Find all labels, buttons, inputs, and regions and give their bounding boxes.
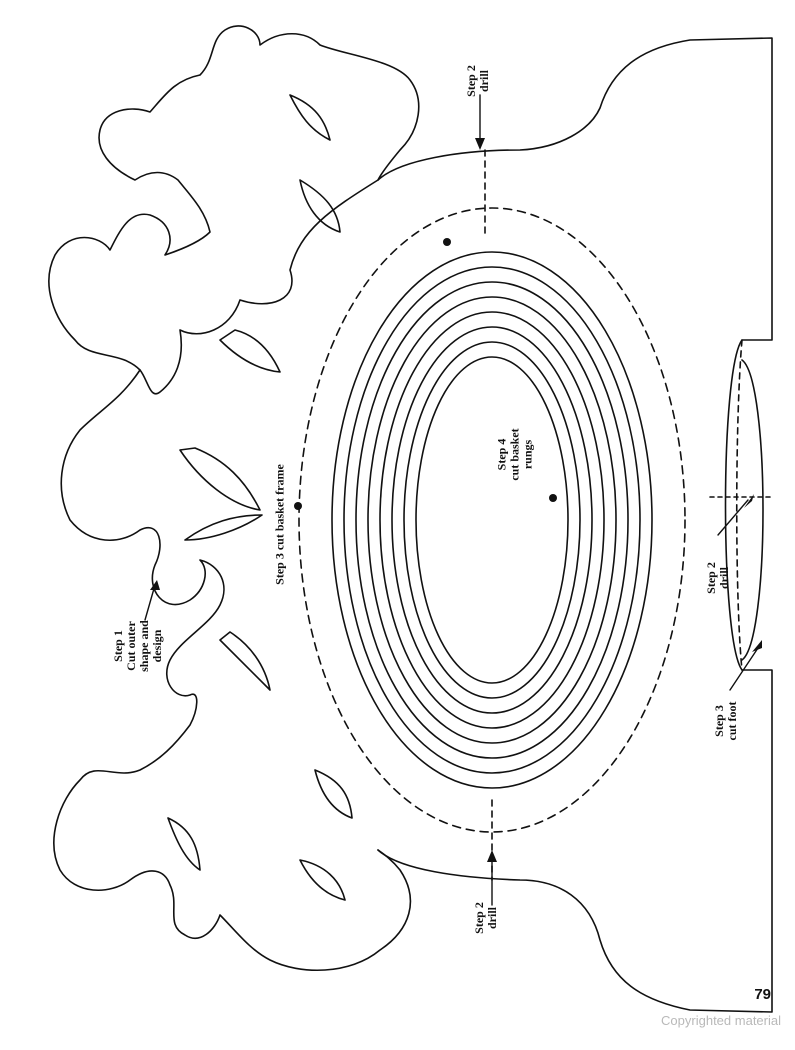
decorative-outline-2 bbox=[53, 369, 412, 972]
label-step2-top: Step 2 drill bbox=[464, 65, 491, 97]
cutout bbox=[289, 94, 331, 141]
foot-cut-dashed bbox=[735, 339, 743, 671]
label-step4: Step 4 cut basket rungs bbox=[494, 428, 535, 481]
label-step2-right: Step 2 drill bbox=[704, 562, 731, 594]
rung-start-dot bbox=[549, 494, 557, 502]
cutout bbox=[299, 179, 341, 233]
frame-start-dot bbox=[294, 502, 302, 510]
page-number: 79 bbox=[754, 986, 771, 1003]
arrows bbox=[144, 94, 759, 906]
label-step2-bottom: Step 2 drill bbox=[472, 902, 499, 934]
basket-frame-dashed bbox=[298, 207, 686, 833]
rung-end-dot bbox=[443, 238, 451, 246]
label-step3-frame: Step 3 cut basket frame bbox=[272, 464, 287, 585]
cutout bbox=[314, 769, 353, 819]
cutout bbox=[179, 447, 261, 511]
cutout bbox=[167, 817, 201, 871]
outer-outline bbox=[377, 37, 773, 1013]
label-step1: Step 1 Cut outer shape and design bbox=[111, 620, 164, 672]
cutout bbox=[184, 514, 263, 541]
cutout bbox=[219, 631, 271, 691]
foot-cut bbox=[741, 359, 764, 661]
label-step3-foot: Step 3 cut foot bbox=[712, 701, 739, 741]
basket-rungs bbox=[331, 251, 653, 789]
decorative-outline bbox=[48, 25, 420, 395]
cutout bbox=[299, 859, 346, 901]
cutout bbox=[219, 329, 281, 373]
copyright-notice: Copyrighted material bbox=[661, 1013, 781, 1028]
